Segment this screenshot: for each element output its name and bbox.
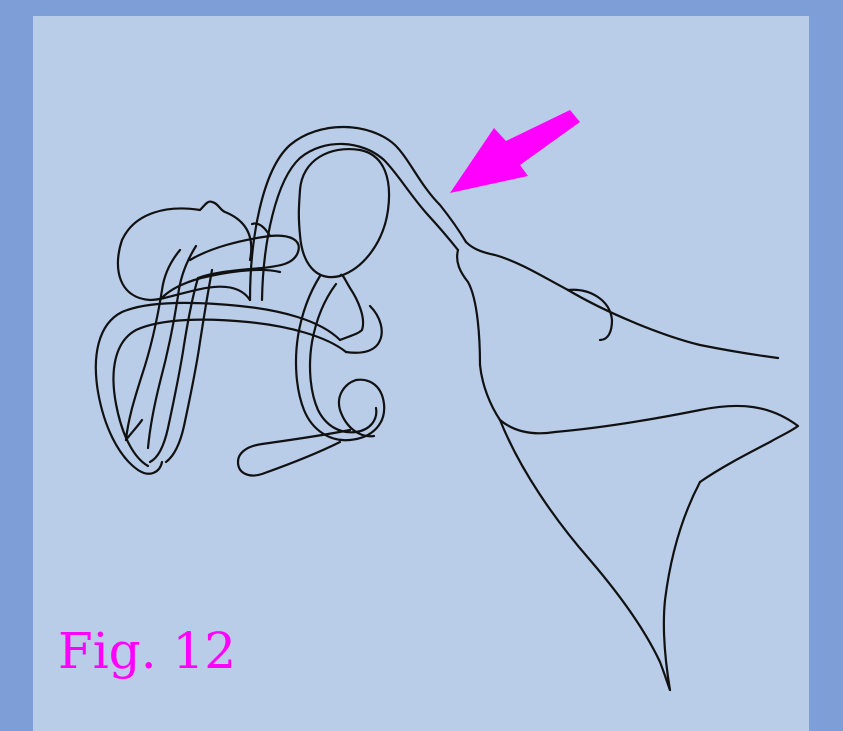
lower-coil-2 [310, 284, 376, 432]
tail-loop [238, 430, 350, 476]
strand-a [340, 275, 363, 340]
upper-sac [118, 202, 251, 300]
loop-tube-inner [262, 144, 458, 300]
funnel-left-edge [500, 420, 670, 690]
coil-tube-5 [150, 278, 198, 462]
coil-tube-1 [190, 236, 299, 278]
arrow-icon [450, 110, 580, 193]
strand-b [346, 306, 382, 353]
funnel-top [466, 242, 612, 340]
oval-body [299, 149, 389, 277]
loop-tube-outer [250, 127, 466, 300]
funnel-flare [500, 406, 798, 482]
funnel-lip [568, 290, 778, 358]
figure-caption: Fig. 12 [58, 626, 236, 676]
funnel-neck-bottom [457, 250, 500, 420]
coil-tube-6 [166, 270, 212, 462]
coil-tube-4 [148, 246, 196, 448]
funnel-right-edge [664, 482, 700, 690]
